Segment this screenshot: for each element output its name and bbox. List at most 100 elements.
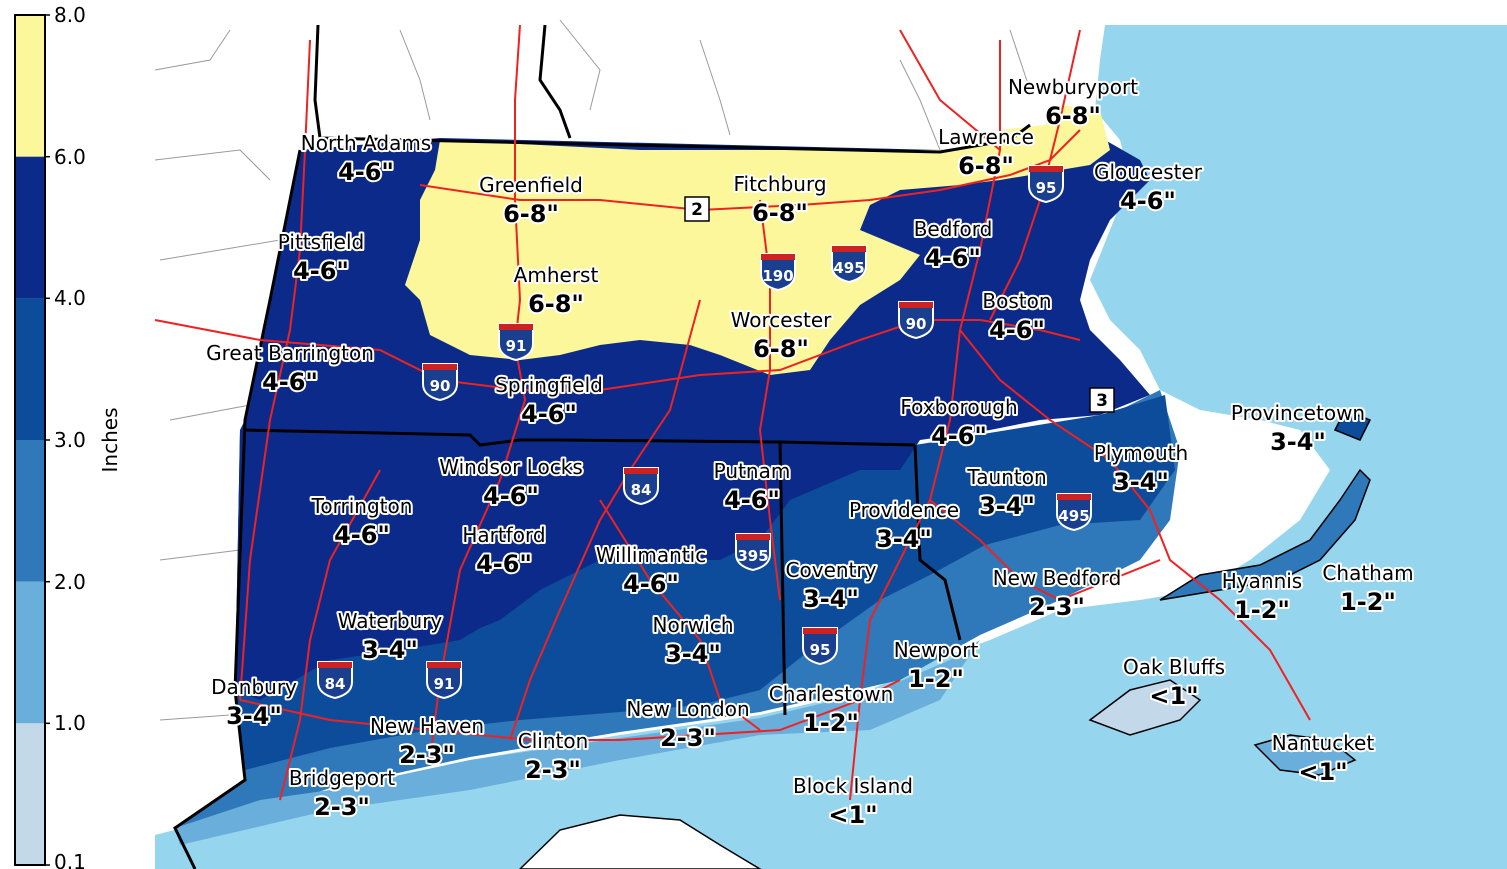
svg-text:2-3": 2-3" (525, 756, 581, 784)
svg-text:1-2": 1-2" (1234, 596, 1290, 624)
svg-text:Newburyport: Newburyport (1008, 75, 1138, 99)
svg-text:6-8": 6-8" (958, 152, 1014, 180)
svg-text:New London: New London (626, 697, 749, 721)
svg-text:Hyannis: Hyannis (1222, 569, 1302, 593)
svg-text:1-2": 1-2" (908, 665, 964, 693)
svg-text:Springfield: Springfield (495, 373, 603, 397)
svg-text:6-8": 6-8" (1045, 102, 1101, 130)
svg-text:395: 395 (737, 547, 768, 565)
legend-tick-3: 3.0 (54, 428, 86, 452)
legend-bin-0-1 (15, 723, 45, 865)
svg-text:Foxborough: Foxborough (900, 395, 1017, 419)
svg-text:3-4": 3-4" (362, 636, 418, 664)
city-label-new-london: New London 2-3" (624, 695, 751, 754)
svg-text:Danbury: Danbury (211, 675, 297, 699)
city-label-block-island: Block Island <1" (791, 772, 915, 831)
svg-text:4-6": 4-6" (623, 570, 679, 598)
city-label-charlestown: Charlestown 1-2" (767, 680, 896, 739)
svg-text:4-6": 4-6" (1120, 187, 1176, 215)
svg-text:190: 190 (762, 267, 793, 285)
svg-text:New Haven: New Haven (370, 714, 484, 738)
svg-text:4-6": 4-6" (931, 422, 987, 450)
legend-tick-8: 8.0 (54, 3, 86, 27)
city-label-providence: Providence 3-4" (847, 496, 961, 555)
svg-text:1-2": 1-2" (803, 709, 859, 737)
interstate-shield: 91 (498, 323, 534, 362)
svg-text:2-3": 2-3" (1029, 593, 1085, 621)
interstate-shield: 95 (802, 627, 838, 666)
svg-text:495: 495 (1058, 507, 1089, 525)
svg-text:Oak Bluffs: Oak Bluffs (1123, 655, 1225, 679)
interstate-shield: 90 (898, 301, 934, 340)
svg-text:3-4": 3-4" (979, 492, 1035, 520)
legend-bin-1-2 (15, 581, 45, 724)
highway-shields: 91 90 190 495 95 90 (317, 165, 1115, 700)
state-borders (173, 24, 1031, 869)
city-label-clinton: Clinton 2-3" (516, 727, 591, 786)
svg-text:84: 84 (631, 481, 652, 499)
svg-text:4-6": 4-6" (724, 486, 780, 514)
interstate-shield: 190 (760, 253, 796, 292)
svg-text:Windsor Locks: Windsor Locks (439, 455, 583, 479)
svg-text:3: 3 (1096, 391, 1108, 411)
svg-text:6-8": 6-8" (752, 199, 808, 227)
svg-text:Bridgeport: Bridgeport (289, 766, 395, 790)
city-label-great-barrington: Great Barrington 4-6" (204, 339, 376, 398)
svg-text:6-8": 6-8" (528, 290, 584, 318)
svg-text:Clinton: Clinton (518, 729, 589, 753)
interstate-shield: 91 (426, 661, 462, 700)
svg-text:Block Island: Block Island (793, 774, 913, 798)
svg-text:2-3": 2-3" (660, 724, 716, 752)
svg-text:Pittsfield: Pittsfield (278, 230, 364, 254)
legend-bin-6-8 (15, 15, 45, 157)
snowfall-bands (175, 105, 1180, 845)
colorbar-legend: 8.0 6.0 4.0 3.0 2.0 1.0 0.1 Inches (14, 3, 122, 869)
svg-text:Norwich: Norwich (652, 613, 733, 637)
svg-text:6-8": 6-8" (503, 200, 559, 228)
svg-text:Providence: Providence (849, 498, 959, 522)
interstate-shield: 90 (422, 363, 458, 402)
band-6-8 (405, 105, 1110, 375)
svg-text:Greenfield: Greenfield (479, 173, 583, 197)
city-label-lawrence: Lawrence 6-8" (936, 123, 1036, 182)
legend-title: Inches (98, 408, 122, 473)
city-label-greenfield: Greenfield 6-8" (477, 171, 585, 230)
ocean (155, 25, 1507, 869)
legend-tick-2: 2.0 (54, 570, 86, 594)
route-3-shield: 3 (1089, 387, 1115, 413)
svg-text:Charlestown: Charlestown (769, 682, 894, 706)
svg-text:Taunton: Taunton (966, 465, 1046, 489)
interstate-shield: 495 (831, 245, 867, 284)
svg-text:Great Barrington: Great Barrington (206, 341, 374, 365)
svg-text:Coventry: Coventry (786, 558, 877, 582)
svg-text:4-6": 4-6" (262, 368, 318, 396)
svg-text:Plymouth: Plymouth (1094, 441, 1188, 465)
svg-text:Lawrence: Lawrence (938, 125, 1034, 149)
city-label-fitchburg: Fitchburg 6-8" (731, 170, 828, 229)
svg-text:Bedford: Bedford (914, 217, 993, 241)
legend-tick-1: 1.0 (54, 711, 86, 735)
svg-text:Amherst: Amherst (514, 263, 599, 287)
city-label-taunton: Taunton 3-4" (964, 463, 1048, 522)
city-label-gloucester: Gloucester 4-6" (1092, 158, 1205, 217)
svg-text:Gloucester: Gloucester (1094, 160, 1203, 184)
svg-text:North Adams: North Adams (301, 131, 431, 155)
svg-text:84: 84 (325, 675, 346, 693)
svg-text:Fitchburg: Fitchburg (733, 172, 826, 196)
band-1-2 (175, 640, 980, 845)
svg-text:Willimantic: Willimantic (596, 543, 706, 567)
svg-text:<1": <1" (828, 801, 877, 829)
svg-text:3-4": 3-4" (876, 525, 932, 553)
